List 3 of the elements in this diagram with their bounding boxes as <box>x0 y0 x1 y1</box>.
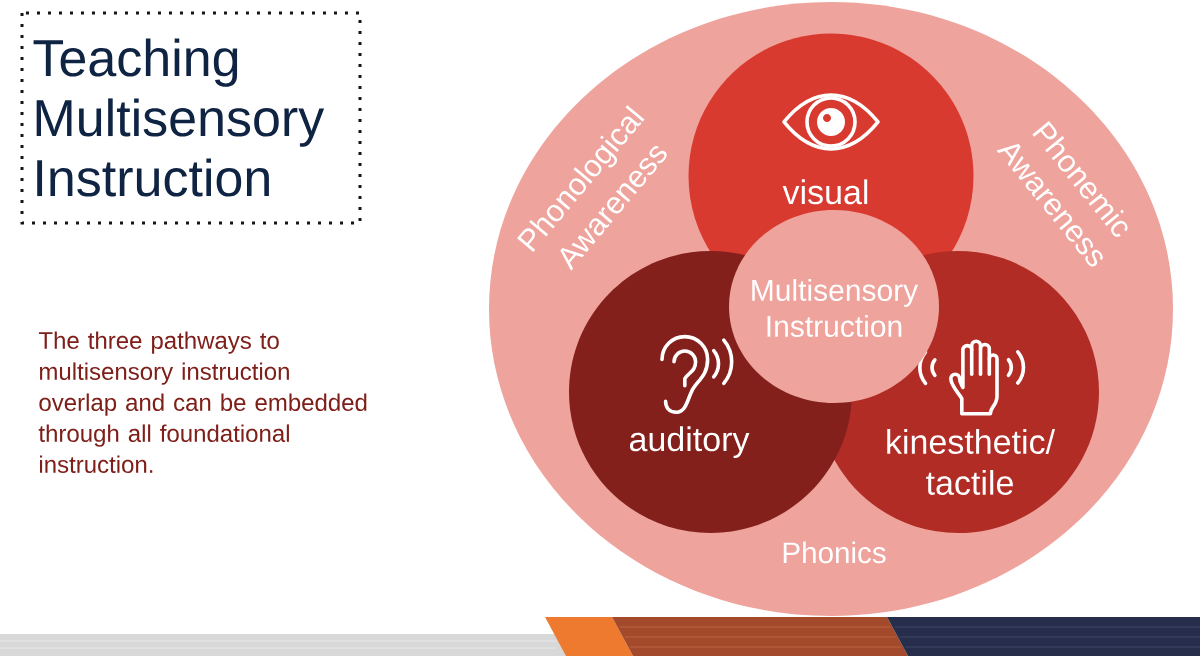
body-text: The three pathways to multisensory instruction overlap and can be embedded through all foundational instruction. <box>38 331 367 473</box>
title-box: Teaching Multisensory Instruction <box>20 11 362 225</box>
ring-label: Phonics <box>783 541 886 564</box>
